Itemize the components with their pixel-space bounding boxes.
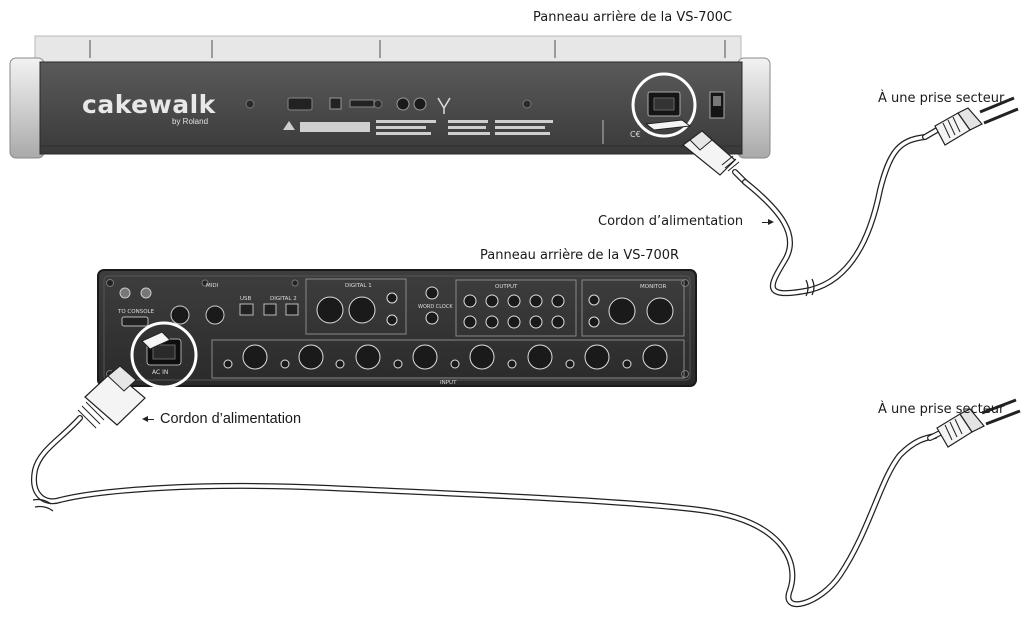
vs700r-device: TO CONSOLE MIDI USB DIGITAL 2 DIGITAL 1 … — [97, 269, 697, 389]
power-plug-icon — [922, 96, 1019, 146]
arrow-left-icon — [142, 416, 154, 422]
ground-terminal-icon — [437, 97, 451, 114]
vs700c-left-endcap — [9, 57, 45, 159]
xlr-connector-icon — [608, 297, 636, 325]
word-clock-label: WORD CLOCK — [418, 304, 453, 310]
arrow-right-icon — [762, 219, 774, 225]
roland-logo: by Roland — [172, 117, 209, 126]
plug-insert-arrow — [644, 119, 692, 131]
vs700c-top-ribs — [89, 40, 726, 58]
usb-connector — [239, 303, 254, 316]
digital-2-label: DIGITAL 2 — [270, 296, 297, 302]
digital-1-section — [305, 278, 407, 335]
ac-in-highlight — [130, 321, 198, 389]
xlr-connector-icon — [316, 296, 344, 324]
xlr-connector-icon — [242, 344, 668, 370]
vs700r-power-cord — [31, 415, 938, 608]
digital-1-label: DIGITAL 1 — [345, 283, 372, 289]
vs700r-rear-panel — [97, 269, 697, 387]
warning-labels — [283, 120, 553, 135]
midi-in-connector — [205, 305, 225, 325]
vs700c-right-endcap — [737, 57, 771, 159]
power-cord-label-bottom: Cordon d’alimentation — [160, 411, 302, 427]
usb-connector — [329, 97, 342, 110]
monitor-section — [581, 279, 685, 337]
vs700c-top-surface — [34, 35, 742, 65]
to-console-connector — [121, 316, 149, 327]
vs700r-cord-plug — [77, 365, 146, 429]
output-label: OUTPUT — [495, 284, 518, 290]
ac-in-highlight — [631, 72, 697, 138]
midi-out-connector — [170, 305, 190, 325]
word-clock-out — [425, 311, 439, 325]
optical-connector — [263, 303, 277, 316]
outlet-label-top: À une prise secteur — [878, 91, 1005, 106]
word-clock-in — [425, 286, 439, 300]
xlr-connector-icon — [348, 296, 376, 324]
vs700r-panel-label: Panneau arrière de la VS-700R — [480, 248, 680, 263]
dial-connector — [119, 287, 131, 299]
optical-connector — [285, 303, 299, 316]
cakewalk-logo: cakewalk — [82, 90, 216, 119]
input-section — [211, 339, 685, 379]
serial-connector — [287, 97, 313, 111]
vs700c-rear-panel — [39, 61, 743, 155]
midi-label: MIDI — [206, 283, 219, 289]
to-console-label: TO CONSOLE — [117, 309, 155, 315]
screw-icon — [245, 99, 532, 109]
xlr-connector-icon — [646, 297, 674, 325]
dial-connector — [140, 287, 152, 299]
monitor-label: MONITOR — [640, 284, 666, 290]
ac-in-label: AC IN — [152, 369, 168, 376]
usb-label: USB — [240, 296, 252, 302]
expansion-connector — [349, 99, 375, 108]
input-label: INPUT — [440, 380, 457, 386]
outlet-label-bottom: À une prise secteur — [878, 402, 1005, 417]
vs700c-panel-label: Panneau arrière de la VS-700C — [533, 10, 733, 25]
vs700c-device: C€ — [9, 35, 771, 159]
trs-jack-icon — [413, 97, 427, 111]
trs-jack-icon — [463, 294, 565, 329]
power-plug-icon — [927, 398, 1021, 448]
trs-jack-icon — [223, 359, 632, 369]
output-section — [455, 279, 577, 337]
power-cord-label-top: Cordon d’alimentation — [598, 214, 744, 229]
vs700c-power-cord — [742, 134, 928, 297]
trs-jack-icon — [396, 97, 410, 111]
svg-text:C€: C€ — [630, 130, 641, 139]
plug-insert-arrow — [141, 331, 171, 350]
